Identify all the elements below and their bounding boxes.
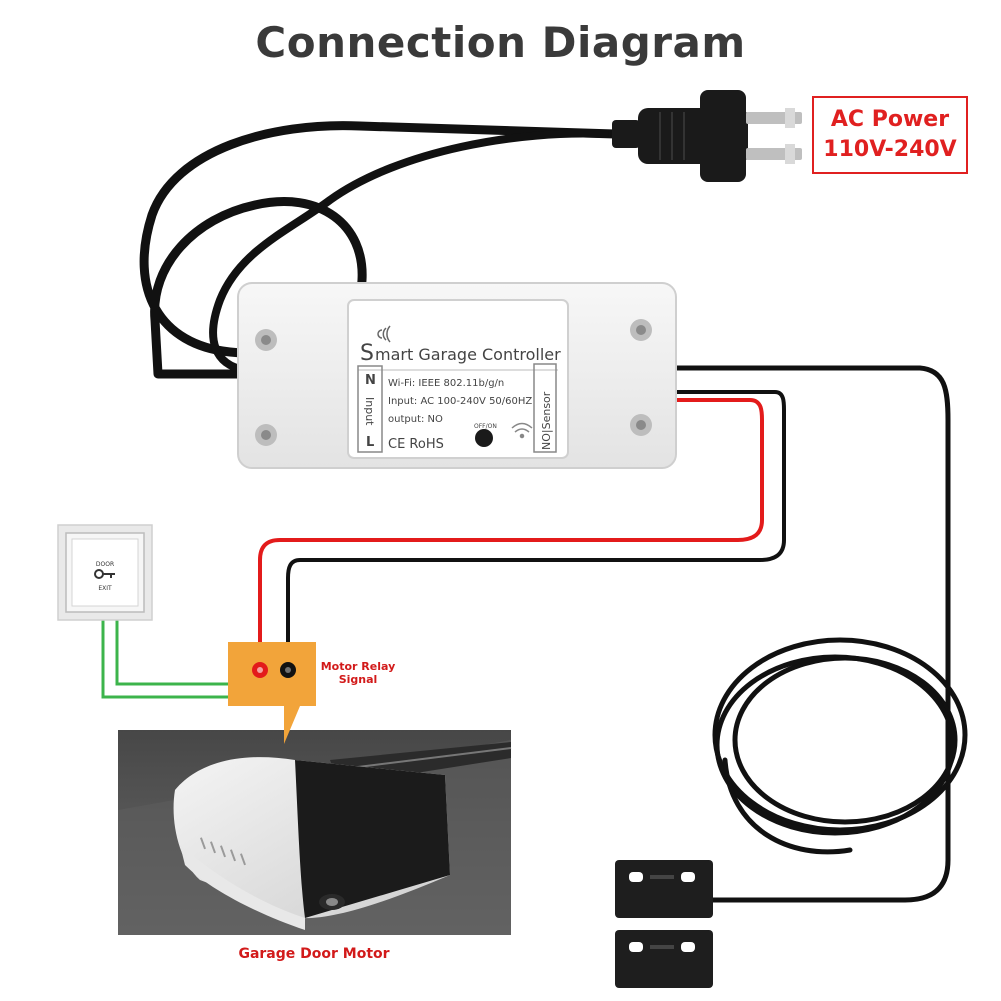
ac-power-line1: AC Power — [830, 107, 950, 132]
key-icon — [94, 569, 115, 579]
terminal-l-label: L — [366, 435, 374, 450]
controller-name-initial: S — [360, 341, 374, 366]
power-button[interactable] — [475, 429, 493, 447]
ac-power-line2: 110V-240V — [823, 137, 957, 162]
controller-name: mart Garage Controller — [375, 345, 561, 364]
controller-spec-input: Input: AC 100-240V 50/60HZ — [388, 396, 532, 407]
power-plug — [612, 90, 802, 182]
magnetic-door-sensor — [615, 860, 713, 988]
wifi-signal-icon — [377, 325, 391, 343]
terminal-n-label: N — [365, 373, 376, 388]
door-button-line2: EXIT — [98, 585, 112, 592]
sensor-terminal-label: NO|Sensor — [540, 391, 553, 450]
controller-spec-wifi: Wi-Fi: IEEE 802.11b/g/n — [388, 378, 504, 389]
terminal-input-label: Input — [363, 397, 376, 426]
motor-relay-box — [228, 642, 316, 744]
door-button-line1: DOOR — [96, 561, 114, 568]
door-exit-button: DOOR EXIT — [57, 524, 153, 621]
motor-relay-line2: Signal — [338, 673, 378, 686]
onoff-label: OFF/ON — [474, 423, 497, 430]
garage-door-motor — [118, 730, 512, 935]
controller-spec-output: output: NO — [388, 414, 443, 425]
relay-wires — [258, 390, 786, 670]
page-title: Connection Diagram — [255, 18, 746, 67]
smart-garage-controller: S mart Garage Controller Wi-Fi: IEEE 802… — [237, 282, 677, 469]
controller-cert: CE RoHS — [388, 437, 444, 452]
door-button-wires — [101, 620, 288, 699]
ac-power-label: AC Power 110V-240V — [812, 96, 968, 174]
motor-relay-label: Motor Relay Signal — [318, 660, 398, 686]
garage-door-motor-label: Garage Door Motor — [238, 946, 390, 962]
motor-relay-line1: Motor Relay — [320, 660, 396, 673]
wifi-icon — [511, 422, 533, 439]
relay-black-terminal — [280, 662, 296, 678]
sensor-cable — [673, 365, 968, 903]
